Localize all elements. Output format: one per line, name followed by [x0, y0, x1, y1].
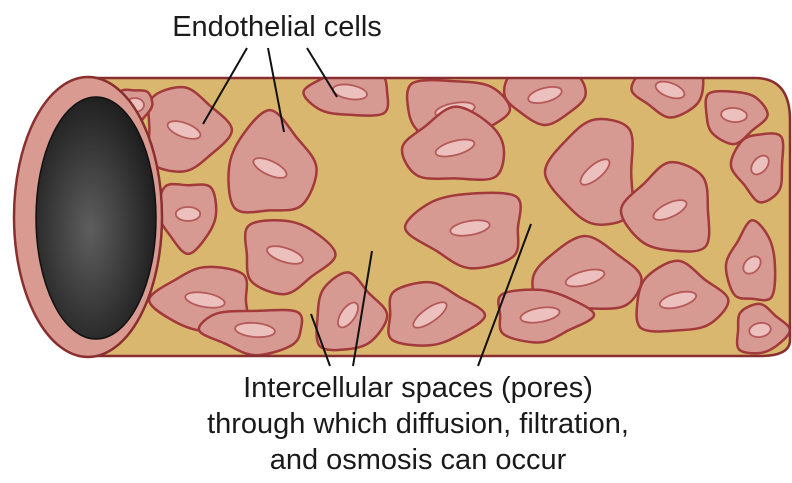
pores-label-line-3: and osmosis can occur — [270, 444, 567, 476]
pores-label-line-1: Intercellular spaces (pores) — [243, 372, 593, 404]
vessel-lumen-icon — [36, 97, 156, 339]
endothelial-cell — [303, 64, 388, 116]
cell-nucleus — [176, 207, 200, 221]
pores-label-line-2: through which diffusion, filtration, — [207, 408, 629, 440]
endothelial-cells-label: Endothelial cells — [172, 11, 382, 43]
intercellular-spaces-label: Intercellular spaces (pores) through whi… — [207, 372, 629, 476]
vessel-body — [90, 64, 790, 356]
vessel-opening — [14, 77, 162, 357]
